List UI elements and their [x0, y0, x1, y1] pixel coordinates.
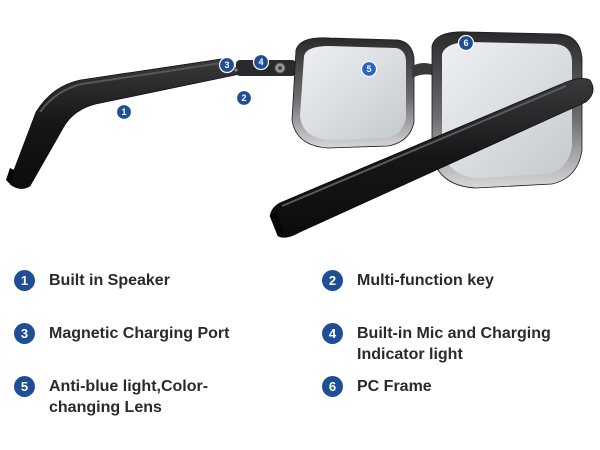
- svg-text:4: 4: [258, 57, 263, 67]
- right-temple: [269, 78, 594, 238]
- svg-text:3: 3: [224, 60, 229, 70]
- legend-badge: 6: [322, 376, 343, 397]
- legend-item-charging-port: 3 Magnetic Charging Port: [14, 323, 229, 344]
- bridge: [412, 63, 436, 78]
- marker-3: 3: [218, 56, 236, 74]
- legend-badge: 1: [14, 270, 35, 291]
- legend-badge: 4: [322, 323, 343, 344]
- legend-label: Magnetic Charging Port: [49, 325, 230, 342]
- legend-label: Built-in Mic and Charging Indicator ligh…: [357, 325, 551, 363]
- marker-5: 5: [360, 60, 378, 78]
- marker-4: 4: [252, 53, 270, 71]
- left-temple: [6, 57, 241, 189]
- svg-text:1: 1: [121, 107, 126, 117]
- legend-badge: 2: [322, 270, 343, 291]
- marker-1: 1: [115, 103, 133, 121]
- left-lens-frame: [291, 37, 415, 149]
- legend-item-speaker: 1 Built in Speaker: [14, 270, 170, 291]
- legend-badge: 5: [14, 376, 35, 397]
- marker-6: 6: [457, 34, 475, 52]
- legend-label: Anti-blue light,Color- changing Lens: [49, 378, 209, 416]
- legend-badge: 3: [14, 323, 35, 344]
- legend-item-multifunction-key: 2 Multi-function key: [322, 270, 494, 291]
- marker-2: 2: [235, 89, 253, 107]
- legend-item-pc-frame: 6 PC Frame: [322, 376, 432, 397]
- smart-glasses-illustration: 1 2 3 4 5 6: [6, 31, 594, 238]
- legend-item-mic-indicator: 4 Built-in Mic and Charging Indicator li…: [322, 323, 551, 365]
- legend-label: Built in Speaker: [49, 272, 170, 289]
- legend-label: PC Frame: [357, 378, 432, 395]
- svg-text:2: 2: [241, 93, 246, 103]
- svg-text:6: 6: [463, 38, 468, 48]
- legend-label: Multi-function key: [357, 272, 494, 289]
- charging-port-dot: [234, 68, 238, 72]
- svg-text:5: 5: [366, 64, 371, 74]
- legend-item-lens: 5 Anti-blue light,Color- changing Lens: [14, 376, 208, 418]
